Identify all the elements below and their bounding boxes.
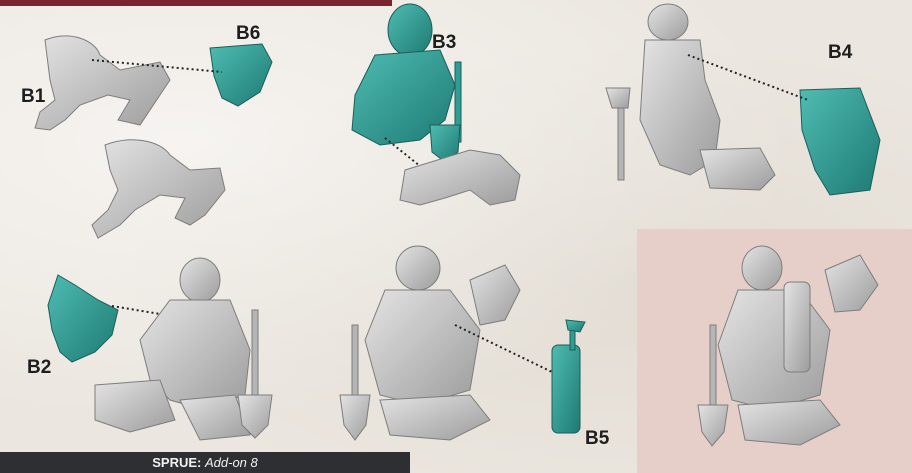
b6-part [210,44,272,106]
b2-part [48,275,118,362]
b4-part [800,88,880,195]
kneeling-figure-b4 [606,4,775,190]
label-b2: B2 [27,357,51,379]
label-b6: B6 [236,23,260,45]
label-b1: B1 [21,86,45,108]
sprue-value: Add-on 8 [205,455,258,470]
b3-part [352,4,461,162]
sprue-footer: SPRUE: Add-on 8 [0,452,410,473]
label-b3: B3 [432,32,456,54]
kneeling-figure-b2 [95,258,272,440]
b5-part [552,320,585,433]
b1-legs-part [35,36,170,130]
label-b5: B5 [585,428,609,450]
assembled-figure [698,246,878,446]
legs-assembled-part [92,140,225,238]
label-b4: B4 [828,42,852,64]
kneeling-figure-b5 [340,246,520,440]
b3-legs-part [400,150,520,205]
sprue-label: SPRUE: [152,455,201,470]
